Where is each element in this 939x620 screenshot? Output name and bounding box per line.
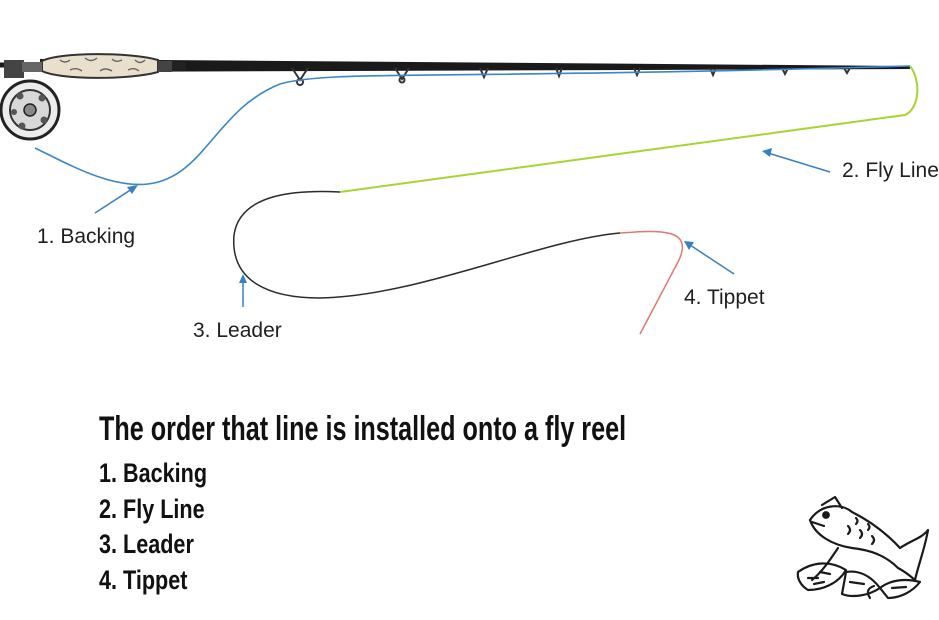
fly-line-arrowhead bbox=[762, 148, 772, 157]
callout-arrows bbox=[94, 148, 831, 307]
fly-rod bbox=[0, 53, 910, 86]
cork-grip bbox=[41, 53, 186, 79]
backing-arrowhead bbox=[127, 185, 138, 194]
backing-arrow bbox=[94, 186, 136, 214]
fly-line bbox=[339, 65, 919, 193]
tippet-label: 4. Tippet bbox=[684, 286, 765, 309]
tippet-line bbox=[619, 230, 684, 335]
list-item-leader: 3. Leader bbox=[99, 529, 194, 559]
trout-icon bbox=[796, 495, 930, 600]
backing-label: 1. Backing bbox=[37, 225, 136, 248]
list-item-tippet: 4. Tippet bbox=[99, 564, 188, 595]
leader-arrowhead bbox=[239, 274, 247, 283]
page-title: The order that line is installed onto a … bbox=[99, 410, 627, 448]
tippet-arrow bbox=[689, 244, 735, 275]
reel-icon bbox=[0, 60, 61, 141]
list-item-fly-line: 2. Fly Line bbox=[99, 493, 205, 524]
tippet-arrowhead bbox=[684, 241, 694, 250]
leader-label: 3. Leader bbox=[193, 319, 282, 342]
fly-line-label: 2. Fly Line bbox=[842, 159, 939, 182]
leader-line bbox=[233, 190, 621, 299]
line-order-list: 1. Backing 2. Fly Line 3. Leader 4. Tipp… bbox=[99, 456, 234, 598]
backing-line bbox=[34, 65, 911, 186]
list-item-backing: 1. Backing bbox=[99, 458, 208, 488]
fly-line-arrow bbox=[767, 152, 831, 173]
